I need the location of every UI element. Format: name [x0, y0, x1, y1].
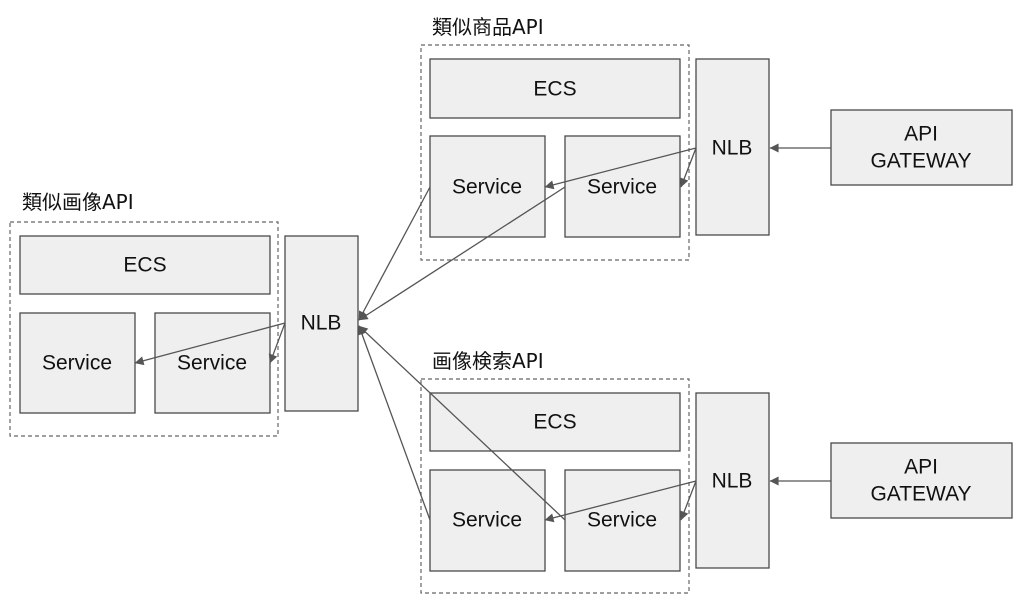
group-border [9, 221, 279, 437]
group-border [420, 44, 690, 261]
group-title: 類似画像API [22, 190, 134, 214]
service-label: Service [452, 176, 522, 199]
group-similar-product-api: 類似商品API ECS Service Service [420, 15, 690, 261]
arrow-nlb-to-service-right-left [268, 322, 286, 364]
service-label: Service [587, 176, 657, 199]
nlb-label: NLB [712, 137, 753, 160]
service-box-left: Service [429, 135, 546, 238]
connections [134, 143, 831, 523]
service-label: Service [177, 352, 247, 375]
api-gateway-bottom: API GATEWAY [830, 442, 1013, 519]
nlb-label: NLB [712, 470, 753, 493]
ecs-box: ECS [429, 392, 681, 452]
nlb-similar-product: NLB [695, 58, 770, 236]
service-box-right: Service [564, 469, 681, 572]
arrow-nlb-to-service-left-bottom [544, 480, 697, 523]
arrow-bottom-service-right-to-nlb [358, 325, 566, 521]
nlb-label: NLB [301, 312, 342, 335]
service-label: Service [452, 509, 522, 532]
arrow-top-service-left-to-nlb [358, 186, 431, 321]
arrow-bottom-service-left-to-nlb [357, 325, 431, 521]
arrow-nlb-to-service-left-top [544, 147, 697, 190]
gateway-label-line2: GATEWAY [870, 150, 971, 173]
group-border [420, 378, 690, 594]
group-image-search-api: 画像検索API ECS Service Service [420, 349, 690, 594]
ecs-box: ECS [19, 235, 271, 295]
nlb-image-search: NLB [695, 392, 770, 569]
gateway-label-line1: API [904, 456, 938, 479]
arrow-top-service-right-to-nlb [358, 186, 566, 321]
arrow-nlb-to-service-right-top [679, 147, 697, 188]
group-similar-image-api: 類似画像API ECS Service Service [9, 190, 279, 437]
service-box-right: Service [154, 312, 271, 414]
gateway-label-line1: API [904, 123, 938, 146]
arrow-nlb-to-service-right-bottom [679, 480, 697, 521]
ecs-label: ECS [533, 411, 576, 434]
ecs-box: ECS [429, 58, 681, 119]
group-title: 画像検索API [432, 349, 544, 373]
api-gateway-top: API GATEWAY [830, 109, 1013, 186]
gateway-label-line2: GATEWAY [870, 483, 971, 506]
ecs-label: ECS [533, 78, 576, 101]
service-label: Service [42, 352, 112, 375]
group-title: 類似商品API [432, 15, 544, 39]
nlb-similar-image: NLB [284, 235, 359, 412]
service-box-left: Service [19, 312, 136, 414]
service-label: Service [587, 509, 657, 532]
service-box-left: Service [429, 469, 546, 572]
arrow-nlb-to-service-left-left [134, 322, 286, 366]
ecs-label: ECS [123, 254, 166, 277]
service-box-right: Service [564, 135, 681, 238]
